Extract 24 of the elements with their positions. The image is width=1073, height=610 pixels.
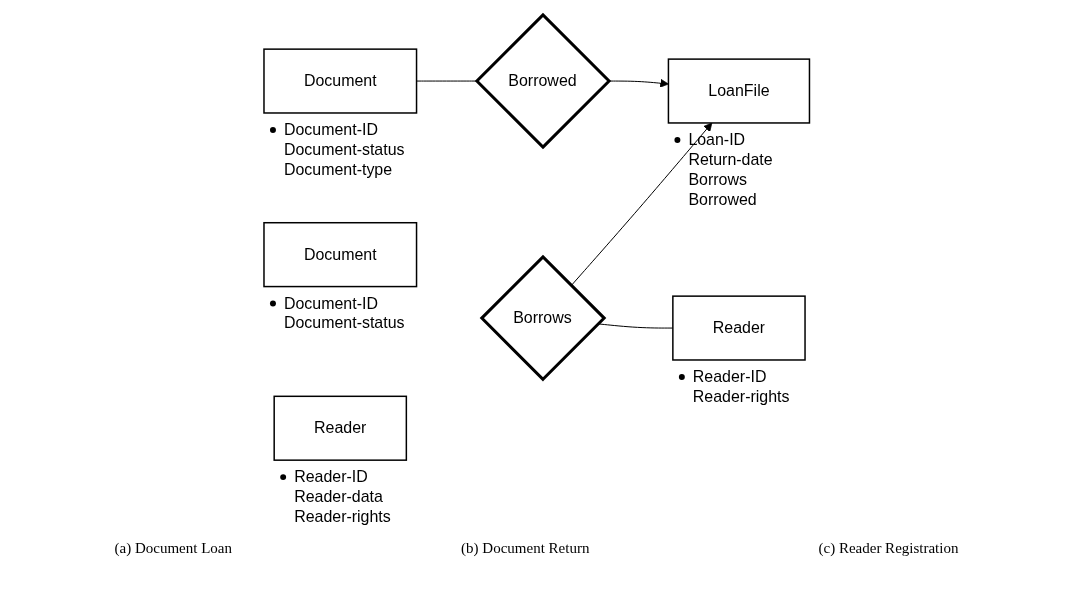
- attribute-text: Document-type: [283, 160, 392, 178]
- node-diamond: Borrowed: [474, 12, 611, 150]
- attribute-text: Reader-rights: [692, 387, 790, 405]
- attribute-text: Reader-ID: [293, 468, 368, 486]
- node-diamond: Borrows: [479, 254, 607, 382]
- node-box: Reader: [671, 295, 806, 361]
- attribute-text: Reader-data: [293, 488, 383, 506]
- node-box: Document: [263, 48, 418, 114]
- panel-caption: (c) Reader Registration: [818, 540, 959, 557]
- attribute-text: Borrows: [688, 170, 747, 188]
- attribute-text: Reader-ID: [692, 367, 767, 385]
- attribute-text: Document-ID: [283, 120, 378, 138]
- node-box: Reader: [273, 395, 407, 461]
- attribute-text: Document-status: [283, 140, 405, 158]
- node-box: Document: [263, 222, 418, 288]
- node-box: LoanFile: [667, 58, 810, 124]
- attribute-text: Document-ID: [283, 294, 378, 312]
- attribute-text: Borrowed: [688, 190, 757, 208]
- panel-caption: (a) Document Loan: [114, 540, 232, 557]
- attribute-text: Return-date: [688, 150, 773, 168]
- attribute-text: Loan-ID: [688, 130, 745, 148]
- panel-caption: (b) Document Return: [461, 540, 590, 557]
- attribute-text: Reader-rights: [293, 508, 391, 525]
- attribute-text: Document-status: [283, 314, 405, 332]
